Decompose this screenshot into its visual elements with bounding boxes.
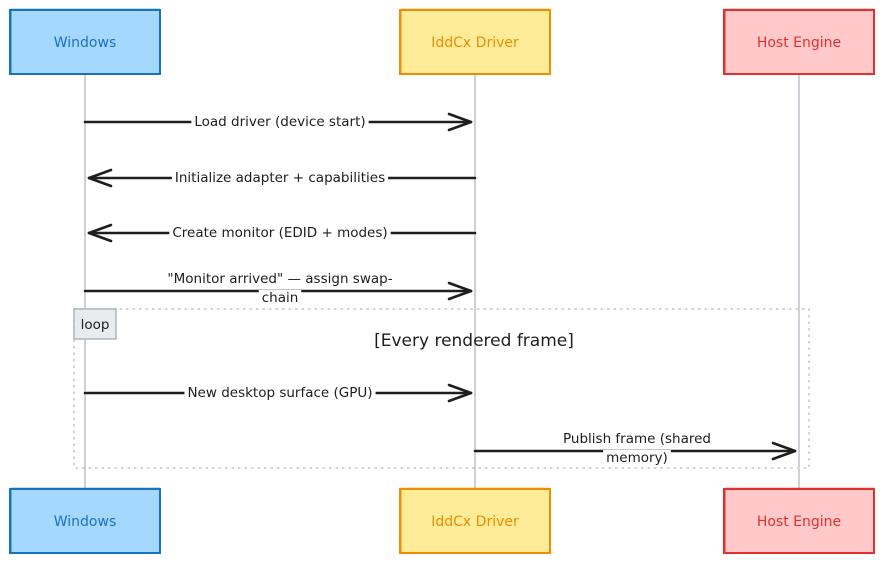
loop-condition: [Every rendered frame] xyxy=(374,331,574,351)
actor-box-host-bottom[interactable]: Host Engine xyxy=(723,487,875,554)
message-5[interactable]: New desktop surface (GPU) xyxy=(83,383,473,403)
message-label: "Monitor arrived" — assign swap- xyxy=(167,271,392,287)
message-label: Create monitor (EDID + modes) xyxy=(172,225,387,241)
actor-label-windows-bottom: Windows xyxy=(54,514,117,530)
loop-tag-label: loop xyxy=(81,317,110,333)
actor-label-host-top: Host Engine xyxy=(757,35,841,51)
actor-box-windows-top[interactable]: Windows xyxy=(9,8,161,75)
actor-box-iddcx-top[interactable]: IddCx Driver xyxy=(399,8,551,75)
loop-tag: loop xyxy=(73,308,117,340)
actor-label-windows-top: Windows xyxy=(54,35,117,51)
message-label: New desktop surface (GPU) xyxy=(187,385,372,401)
message-3[interactable]: Create monitor (EDID + modes) xyxy=(87,223,477,243)
actor-box-windows-bottom[interactable]: Windows xyxy=(9,487,161,554)
arrowhead-icon xyxy=(87,168,113,188)
message-label: Publish frame (shared xyxy=(563,431,711,447)
message-label: Load driver (device start) xyxy=(194,114,365,130)
message-label: Initialize adapter + capabilities xyxy=(175,170,385,186)
message-6[interactable]: Publish frame (shared memory) xyxy=(473,431,797,466)
arrowhead-icon xyxy=(87,223,113,243)
message-2[interactable]: Initialize adapter + capabilities xyxy=(87,168,477,188)
arrowhead-icon xyxy=(447,112,473,132)
actor-box-iddcx-bottom[interactable]: IddCx Driver xyxy=(399,487,551,554)
arrowhead-icon xyxy=(447,281,473,301)
actor-label-iddcx-bottom: IddCx Driver xyxy=(431,514,519,530)
actor-box-host-top[interactable]: Host Engine xyxy=(723,8,875,75)
message-1[interactable]: Load driver (device start) xyxy=(83,112,473,132)
arrowhead-icon xyxy=(771,441,797,461)
message-label: chain xyxy=(262,290,299,306)
message-label: memory) xyxy=(606,450,668,466)
actor-label-host-bottom: Host Engine xyxy=(757,514,841,530)
arrowhead-icon xyxy=(447,383,473,403)
message-4[interactable]: "Monitor arrived" — assign swap-chain xyxy=(83,271,473,306)
loop-frame: loop [Every rendered frame] xyxy=(73,308,810,469)
actor-label-iddcx-top: IddCx Driver xyxy=(431,35,519,51)
